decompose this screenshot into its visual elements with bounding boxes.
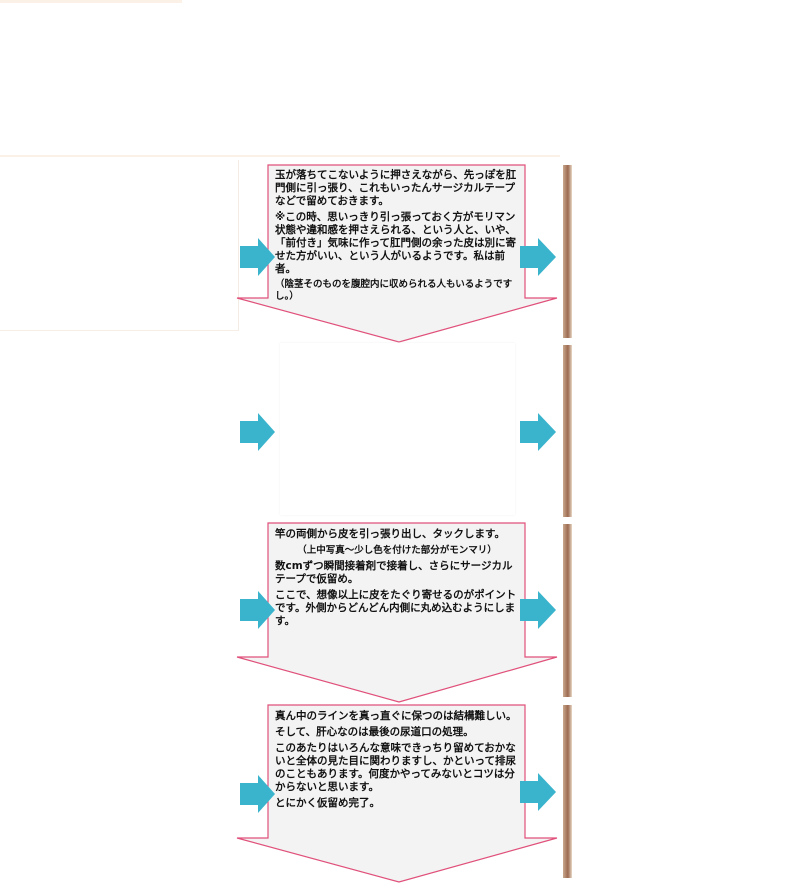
top-divider	[0, 0, 182, 3]
step-3-paragraph: 数cmずつ瞬間接着剤で接着し、さらにサージカルテープで仮留め。	[275, 560, 513, 585]
photo-strip-1	[563, 165, 572, 338]
step-4-paragraph: とにかく仮留め完了。	[275, 797, 380, 809]
step-4-paragraph: 真ん中のラインを真っ直ぐに保つのは結構難しい。	[275, 710, 517, 722]
step-3-caption: （上中写真～少し色を付けた部分がモンマリ）	[297, 545, 497, 556]
left-image-placeholder	[0, 160, 239, 331]
step-1-note: （陰茎そのものを腹腔内に収められる人もいるようですし。）	[275, 279, 513, 302]
right-arrow-icon	[520, 591, 556, 629]
step-3-text-box: 竿の両側から皮を引っ張り出し、タックします。 （上中写真～少し色を付けた部分がモ…	[268, 524, 525, 658]
step-2-image-box	[280, 343, 515, 515]
right-arrow-icon	[520, 773, 556, 811]
step-1-down-arrow	[236, 164, 558, 343]
right-arrow-icon	[520, 413, 556, 451]
step-3-paragraph: 竿の両側から皮を引っ張り出し、タックします。	[275, 528, 505, 540]
step-3-paragraph: ここで、想像以上に皮をたぐり寄せるのがポイントです。外側からどんどん内側に丸め込…	[275, 589, 517, 627]
step-4-down-arrow	[236, 704, 558, 883]
photo-strip-4	[563, 705, 572, 878]
step-1-paragraph: ※この時、思いっきり引っ張っておく方がモリマン状態や違和感を押さえられる、という…	[275, 211, 516, 275]
step-4-paragraph: このあたりはいろんな意味できっちり留めておかないと全体の見た目に関わりますし、か…	[275, 742, 516, 793]
right-arrow-icon	[240, 413, 275, 451]
right-arrow-icon	[240, 775, 275, 813]
step-1-text-box: 玉が落ちてこないように押さえながら、先っぽを肛門側に引っ張り、これもいったんサー…	[268, 165, 525, 302]
section-divider	[0, 155, 560, 157]
step-4-paragraph: そして、肝心なのは最後の尿道口の処理。	[275, 726, 474, 738]
right-arrow-icon	[240, 591, 275, 629]
right-arrow-icon	[520, 238, 556, 276]
photo-strip-2	[563, 345, 572, 517]
photo-strip-3	[563, 524, 572, 697]
step-4-text-box: 真ん中のラインを真っ直ぐに保つのは結構難しい。 そして、肝心なのは最後の尿道口の…	[268, 706, 525, 839]
step-1-paragraph: 玉が落ちてこないように押さえながら、先っぽを肛門側に引っ張り、これもいったんサー…	[275, 169, 517, 207]
step-3-down-arrow	[236, 522, 558, 703]
right-arrow-icon	[240, 238, 275, 276]
